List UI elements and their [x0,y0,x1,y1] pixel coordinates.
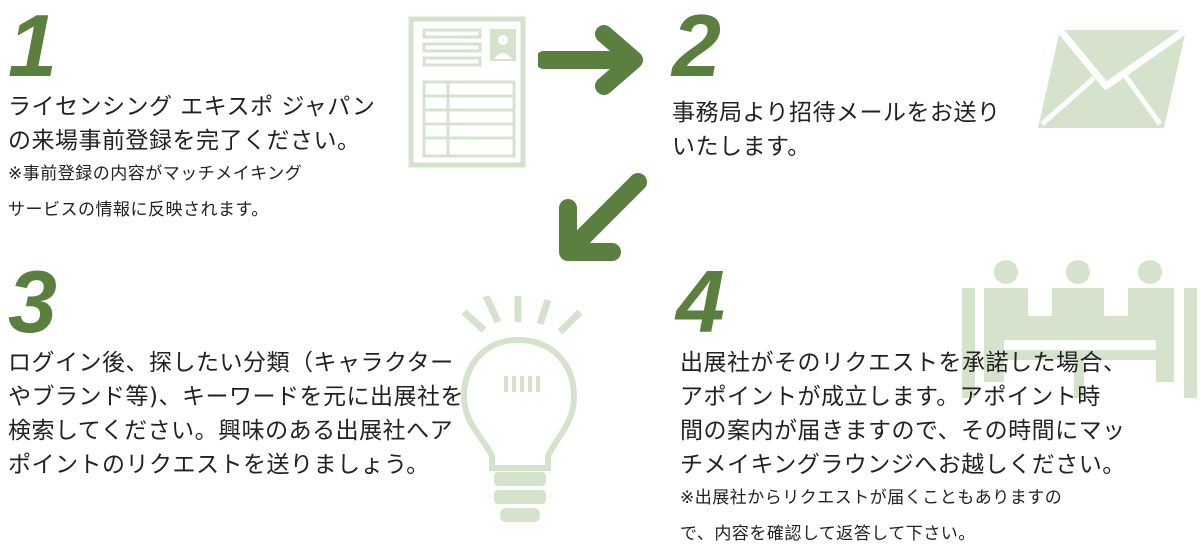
note-line: サービスの情報に反映されます。 [8,200,269,220]
step-number: 1 [8,0,57,95]
description-line: ライセンシング エキスポ ジャパン [8,94,376,120]
description-line: やブランド等)、キーワードを元に出展社を [8,384,464,410]
step-number: 2 [672,0,721,95]
description-line: チメイキングラウンジへお越しください。 [680,452,1126,478]
description-line: 事務局より招待メールをお送り [672,100,1001,126]
description-line: 間の案内が届きますので、その時間にマッ [680,418,1126,444]
step-note: ※事前登録の内容がマッチメイキング サービスの情報に反映されます。 [8,156,302,228]
step-description: ログイン後、探したい分類（キャラクター やブランド等)、キーワードを元に出展社を… [8,346,464,482]
arrow-down-left-icon [552,172,652,268]
description-line: 出展社がそのリクエストを承諾した場合、 [680,350,1127,376]
registration-form-icon [408,16,526,168]
note-line: で、内容を確認して返答して下さい。 [680,524,976,544]
step-description: 事務局より招待メールをお送り いたします。 [672,96,1001,164]
description-line: の来場事前登録を完了ください。 [8,128,361,154]
meeting-people-icon [960,258,1200,398]
light-bulb-icon [456,296,596,528]
description-line: アポイントが成立します。アポイント時 [680,384,1101,410]
step-number: 4 [676,252,725,351]
description-line: ログイン後、探したい分類（キャラクター [8,350,454,376]
step-description: 出展社がそのリクエストを承諾した場合、 アポイントが成立します。アポイント時 間… [680,346,1127,482]
step-description: ライセンシング エキスポ ジャパン の来場事前登録を完了ください。 [8,90,375,158]
description-line: いたします。 [672,134,811,160]
description-line: ポイントのリクエストを送りましょう。 [8,452,430,478]
envelope-icon [1036,28,1188,130]
step-note: ※出展社からリクエストが届くこともありますの で、内容を確認して返答して下さい。 [680,480,1062,552]
step-number: 3 [8,252,57,351]
description-line: 検索してください。興味のある出展社へア [8,418,454,444]
note-line: ※出展社からリクエストが届くこともありますの [680,488,1063,508]
note-line: ※事前登録の内容がマッチメイキング [8,164,303,184]
arrow-right-icon [538,24,652,96]
